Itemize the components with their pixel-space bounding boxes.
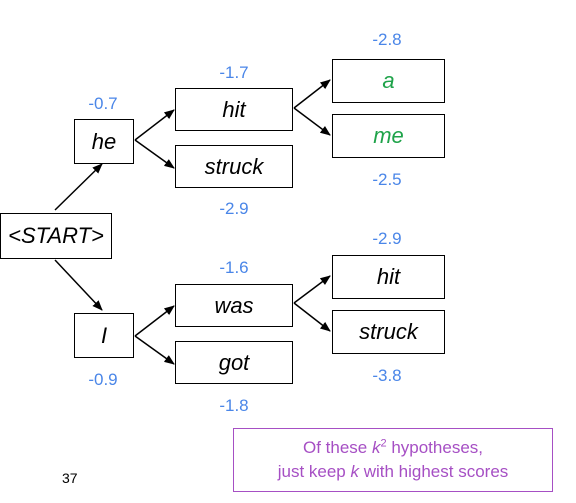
node-hit-2: hit	[332, 255, 445, 299]
score-was: -1.6	[219, 258, 249, 277]
callout-exponent: 2	[380, 437, 387, 450]
edge-start-i	[54, 259, 103, 311]
edge-hit-a	[293, 79, 331, 109]
node-struck: struck	[175, 145, 293, 188]
score-a: -2.8	[372, 30, 402, 49]
edge-was-hit	[293, 275, 331, 304]
node-he: he	[74, 119, 134, 164]
edge-he-struck	[134, 139, 175, 169]
score-struck: -2.9	[219, 199, 249, 218]
node-me: me	[332, 114, 445, 158]
callout-k-2: k	[350, 462, 359, 481]
callout-line2-suffix: with highest scores	[358, 462, 509, 481]
score-hit-2: -2.9	[372, 229, 402, 248]
node-struck-2: struck	[332, 310, 445, 354]
score-got: -1.8	[219, 396, 249, 415]
edge-hit-me	[293, 107, 331, 136]
node-start: <START>	[0, 213, 112, 259]
edge-was-struck	[293, 302, 331, 332]
slide-number: 37	[62, 470, 78, 486]
callout-line2-prefix: just keep	[277, 462, 351, 481]
callout-line1-prefix: Of these	[302, 438, 372, 457]
callout-line1-suffix: hypotheses,	[386, 438, 483, 457]
callout-box: Of these k2 hypotheses, just keep k with…	[233, 428, 553, 492]
node-i: I	[74, 313, 134, 358]
node-got: got	[175, 341, 293, 384]
edge-i-was	[134, 305, 175, 337]
score-he: -0.7	[88, 94, 118, 113]
callout-line-2: just keep k with highest scores	[234, 460, 552, 484]
node-hit: hit	[175, 88, 293, 131]
node-was: was	[175, 284, 293, 327]
node-a: a	[332, 59, 445, 103]
edge-start-he	[54, 163, 103, 211]
score-struck-2: -3.8	[372, 366, 402, 385]
edge-i-got	[134, 335, 175, 365]
callout-line-1: Of these k2 hypotheses,	[234, 436, 552, 460]
score-hit: -1.7	[219, 63, 249, 82]
callout-k: k	[371, 438, 381, 457]
edge-he-hit	[134, 109, 175, 141]
score-i: -0.9	[88, 370, 118, 389]
score-me: -2.5	[372, 170, 402, 189]
